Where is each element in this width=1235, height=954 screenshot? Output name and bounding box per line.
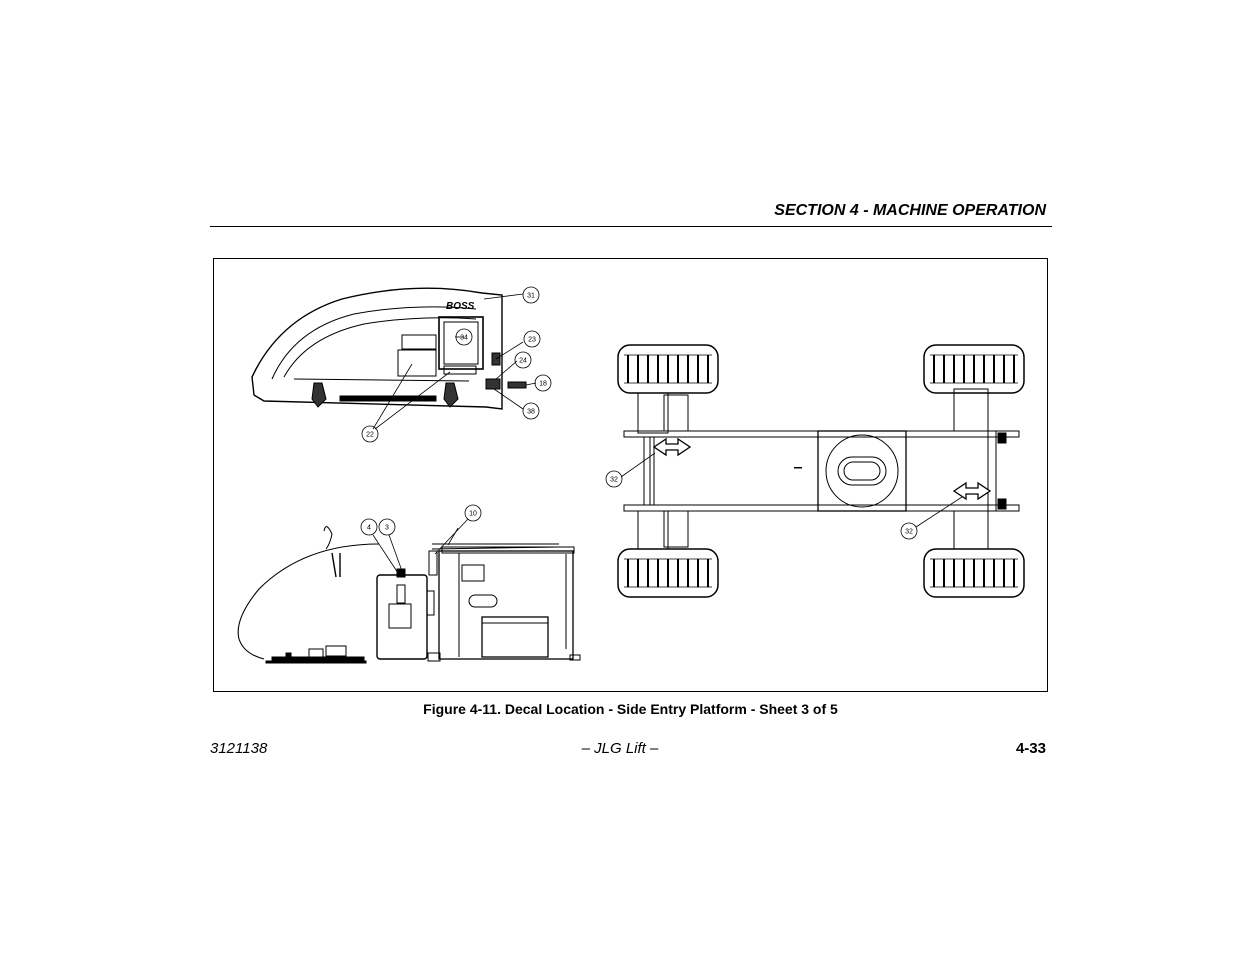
tire-front-left: [617, 344, 719, 394]
page-number: 4-33: [1015, 740, 1046, 757]
section-title: SECTION 4 - MACHINE OPERATION: [774, 202, 1046, 219]
callout-4: 4: [360, 518, 378, 536]
svg-text:32: 32: [610, 477, 618, 484]
svg-text:18: 18: [539, 381, 547, 388]
callout-18: 18: [534, 374, 552, 392]
svg-text:4: 4: [367, 525, 371, 532]
platform-top-view: [237, 526, 581, 664]
tire-rear-right: [923, 548, 1025, 598]
figure-caption: Figure 4-11. Decal Location - Side Entry…: [423, 701, 838, 717]
svg-text:31: 31: [527, 293, 535, 300]
callout-34: 34: [455, 328, 473, 346]
callout-circles: 31 34 23 24 18 38 22 4 3 10 32 32: [360, 286, 918, 540]
callout-leaders-chassis: [620, 452, 963, 528]
svg-text:32: 32: [905, 529, 913, 536]
callout-32-left: 32: [605, 470, 623, 488]
svg-text:38: 38: [527, 409, 535, 416]
callout-31: 31: [522, 286, 540, 304]
callout-24: 24: [514, 351, 532, 369]
callout-38: 38: [522, 402, 540, 420]
document-number: 3121138: [210, 740, 268, 757]
callout-leaders-top: [372, 518, 469, 574]
figure-frame: BOSS: [213, 258, 1048, 692]
callout-leaders-side: [372, 293, 537, 430]
tire-front-right: [923, 344, 1025, 394]
callout-22: 22: [361, 425, 379, 443]
svg-text:24: 24: [519, 358, 527, 365]
direction-arrow-left: [652, 437, 692, 457]
callout-10: 10: [464, 504, 482, 522]
platform-side-view: BOSS: [251, 287, 527, 410]
tire-rear-left: [617, 548, 719, 598]
boss-logo-text: BOSS: [446, 301, 475, 312]
decal-location-drawing: BOSS: [237, 286, 1025, 664]
svg-text:23: 23: [528, 337, 536, 344]
svg-text:34: 34: [460, 335, 468, 342]
callout-3: 3: [378, 518, 396, 536]
callout-23: 23: [523, 330, 541, 348]
svg-text:22: 22: [366, 432, 374, 439]
callout-32-right: 32: [900, 522, 918, 540]
footer-brand: – JLG Lift –: [581, 740, 659, 757]
svg-text:10: 10: [469, 511, 477, 518]
header-rule: [210, 226, 1052, 227]
svg-text:3: 3: [385, 525, 389, 532]
direction-arrow-right: [952, 481, 992, 501]
chassis-top-view: [617, 344, 1025, 598]
